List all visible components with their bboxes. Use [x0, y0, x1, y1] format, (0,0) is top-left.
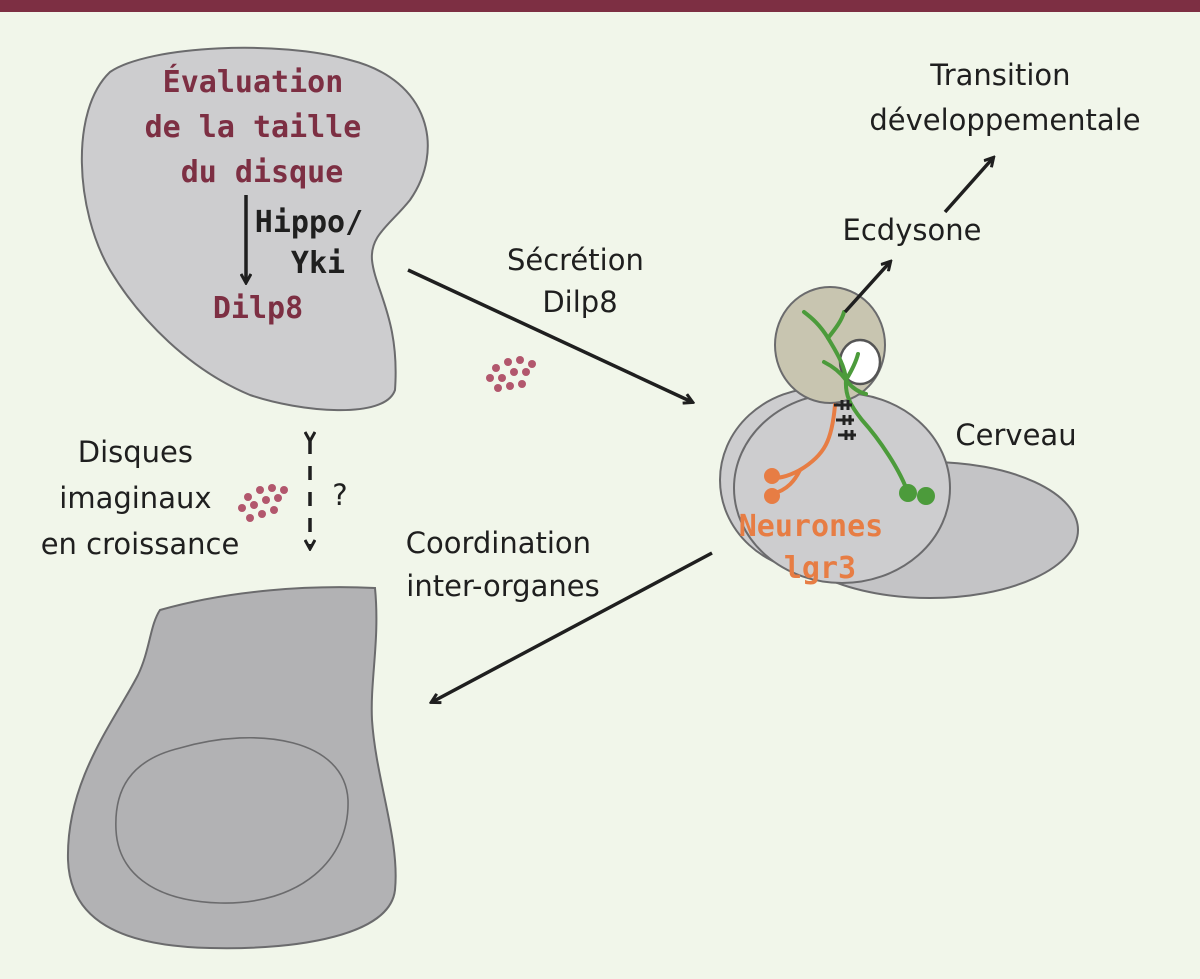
green-neuron: [802, 310, 910, 495]
transition-arrow: [943, 158, 993, 214]
secretion-arrow: [407, 268, 692, 402]
imaginal-disc-top: [80, 46, 429, 412]
synapse-icon: [834, 400, 856, 440]
imaginal-disc-inner-ring: [115, 736, 349, 904]
green-neuron-soma-1: [899, 484, 917, 502]
coordination-label: Coordination inter-organes: [406, 526, 601, 603]
evaluation-label: Évaluation de la taille du disque: [145, 64, 380, 190]
orange-neuron-soma-2: [764, 488, 780, 504]
orange-neuron-soma-1: [764, 468, 780, 484]
question-label: ?: [332, 478, 347, 512]
disques-label: Disques imaginaux en croissance: [41, 435, 240, 561]
ecdysone-arrow: [843, 262, 890, 314]
dilp8-particles-cluster-2: [238, 484, 288, 522]
dilp8-disc-label: Dilp8: [213, 291, 303, 326]
top-border-bar: [0, 0, 1200, 12]
cerveau-label: Cerveau: [955, 418, 1076, 452]
secretion-label: Sécrétion Dilp8: [507, 243, 653, 319]
hippo-yki-label: Hippo/ Yki: [255, 205, 381, 281]
ecdysone-label: Ecdysone: [843, 213, 982, 247]
neurones-lgr3-label: Neurones lgr3: [739, 509, 902, 586]
transition-label: Transition développementale: [869, 58, 1140, 137]
coordination-arrow: [432, 551, 713, 702]
dilp8-particles-icon: [486, 356, 536, 392]
green-neuron-soma-2: [917, 487, 935, 505]
